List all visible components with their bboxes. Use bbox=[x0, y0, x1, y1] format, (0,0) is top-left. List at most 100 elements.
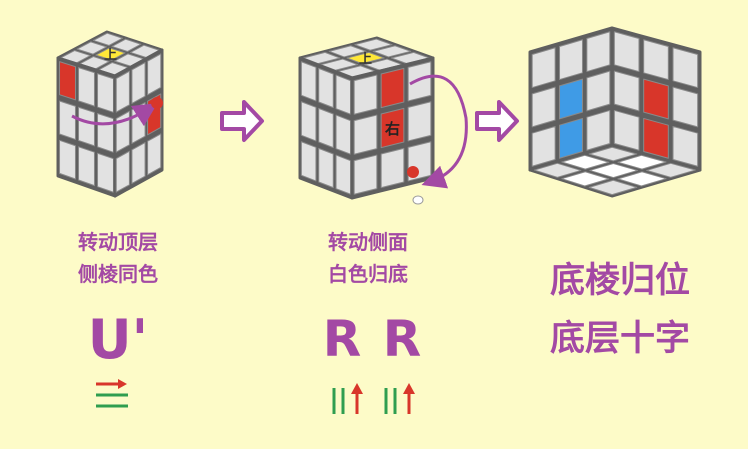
cube-sticker bbox=[335, 154, 352, 195]
cube-sticker bbox=[59, 139, 76, 180]
u-prime-arrows-icon bbox=[96, 379, 128, 408]
cube-sticker bbox=[407, 101, 432, 142]
next-step-arrow-1 bbox=[220, 100, 264, 142]
cube-sticker bbox=[646, 162, 696, 178]
cube-sticker bbox=[111, 38, 142, 52]
cube-sticker bbox=[95, 47, 126, 61]
r-r-arrows-icon bbox=[332, 383, 415, 414]
r-turn-arrow bbox=[409, 74, 468, 189]
step3-caption-line2: 底层十字 bbox=[549, 319, 690, 359]
cube-sticker bbox=[613, 109, 640, 151]
cube-sticker bbox=[353, 114, 378, 155]
cube-sticker bbox=[131, 102, 146, 144]
cube-sticker bbox=[354, 38, 393, 51]
cube-sticker bbox=[115, 110, 130, 153]
step2-caption-line1: 转动侧面 bbox=[328, 230, 408, 254]
step3-caption-line1: 底棱归位 bbox=[549, 261, 690, 301]
cube-sticker bbox=[586, 109, 611, 151]
cube-sticker bbox=[353, 74, 378, 115]
cube-sticker bbox=[318, 107, 334, 149]
cube-step3 bbox=[528, 26, 702, 198]
cube-sticker bbox=[59, 100, 76, 140]
red-dot-marker bbox=[151, 97, 163, 109]
cube-sticker bbox=[407, 61, 432, 102]
cube-sticker bbox=[115, 70, 130, 113]
cube-sticker bbox=[318, 67, 334, 109]
right-face bbox=[610, 26, 702, 172]
cube-sticker bbox=[147, 53, 162, 96]
cube-sticker bbox=[78, 146, 95, 187]
u-turn-arrow bbox=[71, 103, 158, 127]
step2-caption-line2: 白色归底 bbox=[328, 262, 408, 286]
cube-sticker bbox=[531, 125, 556, 167]
left-face bbox=[528, 26, 614, 172]
top-center-label: 上 bbox=[359, 52, 372, 67]
right-face bbox=[113, 48, 164, 198]
cube-sticker bbox=[588, 179, 638, 196]
cube-sticker bbox=[672, 47, 699, 89]
cube-step1: 上 bbox=[56, 30, 164, 198]
cube-sticker bbox=[617, 171, 667, 187]
cube-sticker bbox=[586, 70, 611, 112]
cube-sticker bbox=[353, 154, 378, 195]
cube-sticker bbox=[559, 78, 583, 120]
cube-sticker bbox=[300, 101, 317, 142]
cube-sticker bbox=[531, 47, 556, 89]
cube-sticker bbox=[643, 39, 669, 81]
cube-sticker bbox=[131, 62, 146, 104]
cube-sticker bbox=[78, 106, 95, 147]
cube-sticker bbox=[617, 154, 667, 170]
cube-sticker bbox=[643, 117, 669, 159]
next-step-arrow-2 bbox=[475, 100, 519, 142]
cube-sticker bbox=[300, 61, 317, 102]
cube-sticker bbox=[380, 147, 405, 189]
right-face-label: 右 bbox=[385, 120, 400, 138]
step3-caption: 底棱归位 底层十字 bbox=[530, 252, 710, 368]
cube-step2: 上右 bbox=[298, 36, 435, 200]
cube-sticker bbox=[380, 107, 405, 149]
cube-sticker bbox=[531, 86, 556, 128]
step1-caption-line1: 转动顶层 bbox=[78, 230, 158, 254]
cube-sticker bbox=[586, 31, 611, 73]
cube-sticker bbox=[672, 125, 699, 167]
cube-sticker bbox=[318, 147, 334, 189]
step1-caption-line2: 侧棱同色 bbox=[78, 262, 158, 286]
left-face bbox=[56, 56, 117, 198]
bottom-face bbox=[528, 144, 702, 198]
step2-caption: 转动侧面 白色归底 bbox=[288, 226, 448, 290]
cube-sticker bbox=[559, 39, 583, 81]
cube-sticker bbox=[672, 86, 699, 128]
cube-sticker bbox=[613, 70, 640, 112]
cube-sticker bbox=[346, 51, 385, 65]
cube-sticker bbox=[561, 154, 610, 170]
cube-sticker bbox=[335, 74, 352, 115]
red-dot-marker bbox=[407, 166, 419, 178]
cube-sticker bbox=[380, 67, 405, 109]
cube-sticker bbox=[533, 162, 582, 178]
cube-sticker bbox=[92, 32, 124, 46]
cube-sticker bbox=[78, 67, 95, 107]
cube-sticker bbox=[559, 117, 583, 159]
cube-sticker bbox=[97, 73, 114, 113]
cube-sticker bbox=[372, 45, 412, 58]
cube-sticker bbox=[300, 141, 317, 182]
step1-move-notation: U' bbox=[87, 308, 149, 371]
cube-sticker bbox=[59, 61, 76, 101]
step2-move-notation: R R bbox=[322, 310, 424, 368]
cube-sticker bbox=[115, 150, 130, 193]
cube-sticker bbox=[147, 133, 162, 176]
right-face bbox=[350, 56, 435, 200]
front-face bbox=[298, 56, 354, 200]
cube-sticker bbox=[589, 163, 638, 179]
top-center-label: 上 bbox=[104, 48, 117, 63]
cube-sticker bbox=[76, 41, 107, 55]
cube-sticker bbox=[561, 171, 610, 187]
step1-caption: 转动顶层 侧棱同色 bbox=[38, 226, 198, 290]
white-dot-marker bbox=[412, 195, 424, 205]
cube-sticker bbox=[97, 112, 114, 153]
cube-sticker bbox=[613, 31, 640, 73]
cube-sticker bbox=[643, 78, 669, 120]
cube-sticker bbox=[328, 45, 367, 58]
cube-sticker bbox=[588, 146, 638, 162]
